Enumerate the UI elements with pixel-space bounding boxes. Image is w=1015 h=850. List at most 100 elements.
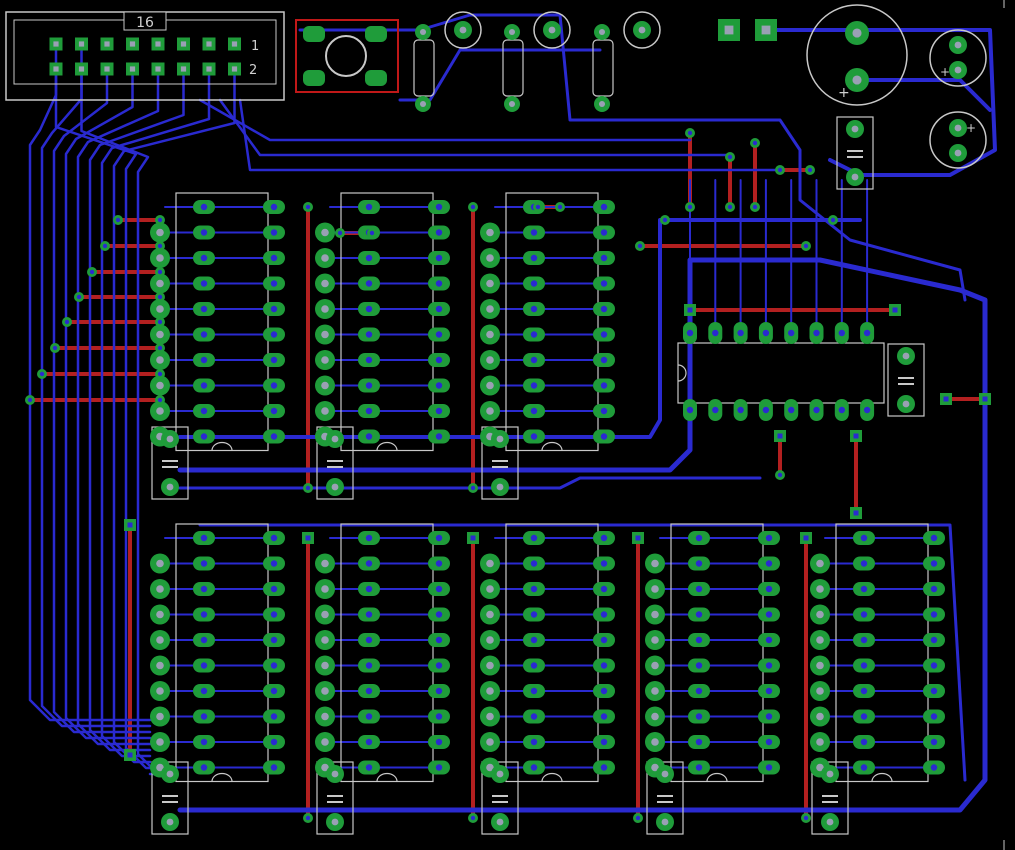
- header-connector[interactable]: 16 1 2: [5, 11, 285, 101]
- pad-hole: [365, 280, 373, 287]
- pad-hole: [486, 738, 494, 746]
- pad-hole: [156, 228, 164, 237]
- pad-hole: [321, 610, 329, 619]
- pad-hole: [486, 279, 494, 288]
- pad-hole: [600, 560, 608, 567]
- pad-hole: [638, 26, 646, 34]
- pad-hole: [695, 611, 703, 618]
- pad-hole: [816, 610, 824, 619]
- pad-hole: [530, 382, 538, 389]
- pad-hole: [156, 305, 164, 313]
- pad-hole: [860, 764, 868, 771]
- via-hole: [637, 243, 643, 249]
- pad-hole: [954, 41, 962, 49]
- pad-hole: [930, 713, 938, 720]
- pad-hole: [600, 229, 608, 236]
- pad-hole: [600, 382, 608, 389]
- pad-hole: [200, 585, 208, 593]
- pad-hole: [180, 41, 187, 47]
- pad-hole: [129, 66, 136, 72]
- pad-hole: [762, 406, 770, 414]
- pad-hole: [156, 610, 164, 619]
- electrolytic-capacitor-large[interactable]: +: [806, 4, 908, 106]
- pad-hole: [486, 636, 494, 644]
- via-hole: [982, 396, 988, 402]
- pad-hole: [598, 28, 606, 36]
- via-hole: [127, 522, 133, 528]
- via-hole: [727, 154, 733, 160]
- via-hole: [115, 217, 121, 223]
- top-chip-3-notch: [541, 441, 563, 451]
- pad-hole: [365, 636, 373, 644]
- pad-hole: [486, 305, 494, 313]
- pad-hole: [435, 382, 443, 389]
- pad-hole: [530, 585, 538, 593]
- pad-hole: [765, 713, 773, 720]
- pad-hole: [600, 611, 608, 618]
- via-hole: [777, 433, 783, 439]
- pad-hole: [321, 305, 329, 313]
- pad-hole: [156, 636, 164, 644]
- pad-hole: [53, 66, 59, 72]
- pad-hole: [270, 229, 278, 236]
- pad-hole: [813, 406, 820, 414]
- pad-hole: [435, 229, 443, 236]
- pad-hole: [321, 763, 329, 772]
- pad-hole: [231, 41, 238, 47]
- pad-hole: [788, 406, 795, 414]
- pad-hole: [200, 203, 208, 211]
- pad-hole: [860, 560, 868, 567]
- via-hole: [777, 472, 783, 478]
- pad-hole: [765, 662, 773, 669]
- bottom-layer-traces: [28, 131, 987, 820]
- pad-hole: [530, 280, 538, 287]
- pad-hole: [365, 687, 373, 695]
- pad-hole: [486, 407, 494, 415]
- pad-hole: [765, 738, 773, 746]
- via-hole: [687, 130, 693, 136]
- pad-hole: [600, 254, 608, 262]
- pad-hole: [530, 254, 538, 262]
- pad-hole: [435, 331, 443, 338]
- pad-hole: [156, 279, 164, 288]
- decoupling-capacitor-10-outline: [887, 343, 925, 417]
- pad-hole: [930, 534, 938, 542]
- pad-hole: [321, 254, 329, 262]
- pad-hole: [686, 406, 694, 414]
- pad-hole: [600, 331, 608, 338]
- bus-trace: [88, 67, 185, 752]
- pad-layer: [25, 19, 991, 831]
- via-hole: [803, 535, 809, 541]
- electrolytic-capacitor-small-1[interactable]: +: [929, 29, 987, 87]
- bottom-chip-5-outline: [835, 523, 929, 783]
- connector-row2-label: 2: [249, 63, 257, 78]
- pad-hole: [365, 433, 373, 440]
- pad-hole: [930, 560, 938, 567]
- pad-hole: [816, 559, 824, 568]
- pad-hole: [816, 636, 824, 644]
- pad-hole: [435, 764, 443, 771]
- via-hole: [305, 535, 311, 541]
- bus-trace: [54, 42, 152, 770]
- pad-hole: [651, 763, 659, 772]
- via-hole: [635, 815, 641, 821]
- electrolytic-capacitor-small-2[interactable]: +: [929, 111, 987, 169]
- pad-hole: [486, 687, 494, 695]
- pad-hole: [419, 100, 427, 108]
- via-hole: [89, 269, 95, 275]
- via-hole: [39, 371, 45, 377]
- pad-hole: [270, 407, 278, 415]
- connector-pin-count-label: 16: [136, 15, 154, 31]
- top-chip-1-notch: [211, 441, 233, 451]
- pad-hole: [435, 662, 443, 669]
- potentiometer[interactable]: [295, 19, 399, 93]
- pad-hole: [321, 687, 329, 695]
- pad-hole: [530, 713, 538, 720]
- via-hole: [892, 307, 898, 313]
- pad-hole: [321, 712, 329, 721]
- via-hole: [337, 230, 343, 236]
- pad-hole: [496, 770, 504, 778]
- pad-hole: [321, 738, 329, 746]
- pad-hole: [435, 356, 443, 364]
